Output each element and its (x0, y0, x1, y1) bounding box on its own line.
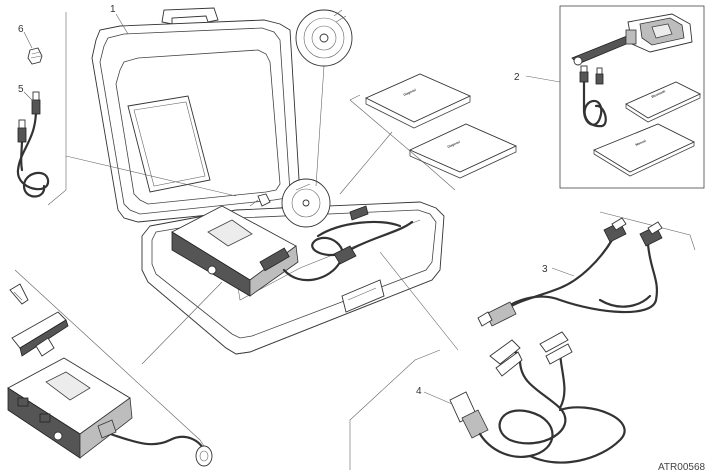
callout-3: 3 (542, 264, 548, 275)
cap-icon (27, 47, 43, 65)
diagnostic-unit-icon (7, 357, 213, 467)
reference-code: ATR00568 (658, 462, 706, 473)
callout-6: 6 (18, 24, 24, 35)
svg-text:Diagnosi: Diagnosi (403, 88, 417, 97)
instructions-booklet-icon: Manual (593, 123, 696, 177)
bluetooth-adapter-icon (571, 13, 693, 66)
callout-4: 4 (416, 386, 422, 397)
software-disc-icon (295, 9, 353, 67)
usb-cable-icon (579, 65, 607, 128)
callout-2: 2 (514, 72, 520, 83)
battery-clamp-cable-icon (449, 331, 626, 464)
cap-in-case-icon (257, 193, 271, 207)
callout-1: 1 (110, 4, 116, 15)
leader-lines (23, 13, 575, 405)
svg-text:Manual: Manual (635, 139, 647, 147)
kit-box: Bluetooth Manual (559, 5, 705, 189)
carabiner-icon (9, 283, 29, 305)
quick-guide-booklet-icon: Bluetooth (625, 81, 702, 123)
callout-5: 5 (18, 84, 24, 95)
power-cable-icon (477, 217, 663, 327)
adapter-cable-icon (16, 91, 50, 198)
carry-case (91, 7, 445, 355)
cables-in-case-icon (282, 205, 414, 282)
svg-text:Bluetooth: Bluetooth (651, 89, 666, 99)
svg-text:Diagnosi: Diagnosi (447, 140, 461, 149)
strap-icon (11, 311, 69, 357)
unit-in-case-icon (171, 205, 299, 297)
manual-booklets-icon: Diagnosi Diagnosi (364, 73, 518, 179)
disc-in-case-icon (281, 178, 331, 228)
